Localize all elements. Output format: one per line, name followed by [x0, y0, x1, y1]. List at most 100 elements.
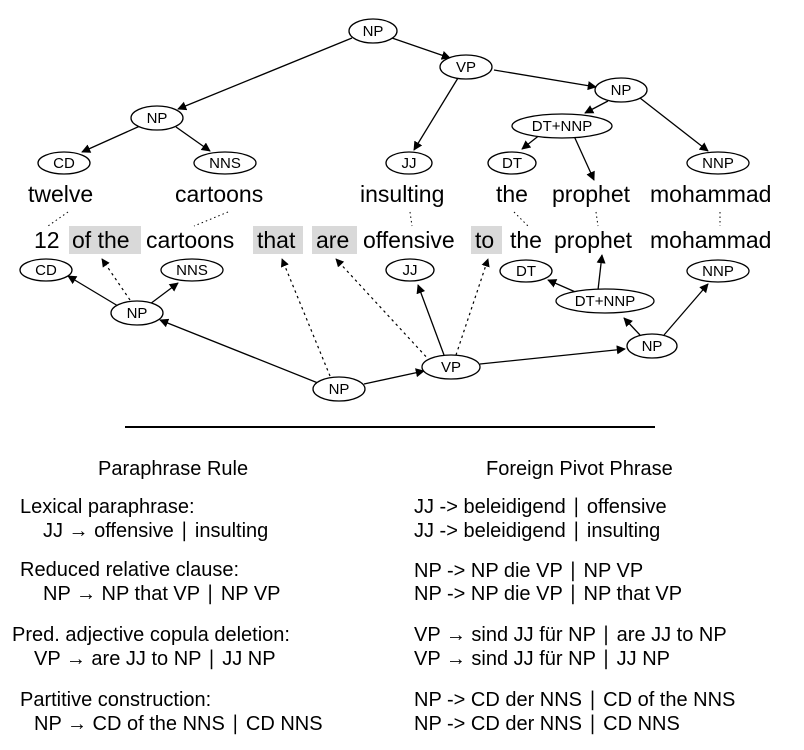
pivot-lexical-2: JJ -> beleidigend ∣ insulting [414, 520, 661, 542]
edge-np-root-to-vp [391, 37, 451, 60]
bottom-word-cartoons: cartoons [146, 227, 235, 253]
edge-b-vp-to-np-right [479, 345, 626, 365]
pivot-reduced-relative-1: NP -> NP die VP ∣ NP VP [414, 560, 644, 582]
align-twelve-12 [47, 211, 69, 227]
parse-tree-diagram: NP VP NP NP DT+NNP CD NNS JJ DT NNP CD N… [19, 18, 771, 402]
edge-vp-to-jj [413, 77, 459, 151]
b-jj-shape [385, 258, 435, 282]
b-np-left-shape [110, 300, 164, 326]
col-header-paraphrase-rule: Paraphrase Rule [98, 458, 249, 480]
b-np-left-label: NP [127, 305, 148, 322]
b-nns-label: NNS [176, 262, 208, 279]
t-jj-shape [385, 151, 433, 175]
b-np-root-shape [312, 376, 366, 402]
t-nnp-shape [686, 151, 750, 175]
pivot-reduced-relative-2: NP -> NP die VP ∣ NP that VP [414, 583, 683, 605]
edge-b-np-left-to-cd [67, 275, 119, 307]
edge-np-root-to-np-left [177, 37, 353, 111]
t-vp-label: VP [456, 59, 476, 76]
align-insulting-offensive [409, 211, 413, 227]
edge-b-np-right-to-nnp [663, 283, 709, 336]
edge-np-left-to-cd [81, 125, 141, 153]
t-np-root-shape [348, 18, 398, 44]
arrow-to-of-the [101, 258, 131, 301]
b-vp-label: VP [441, 359, 461, 376]
bottom-word-offensive: offensive [363, 227, 455, 253]
section-title-partitive: Partitive construction: [20, 689, 212, 711]
bottom-word-prophet: prophet [554, 227, 633, 253]
bottom-word-of-the: of the [72, 227, 130, 253]
b-jj-label: JJ [403, 262, 418, 279]
b-nnp-label: NNP [702, 263, 734, 280]
rule-reduced-relative: NP → NP that VP ∣ NP VP [43, 583, 281, 605]
edge-b-np-root-to-np-left [159, 318, 319, 384]
b-dt-label: DT [516, 263, 536, 280]
top-tree-edges [81, 37, 709, 181]
top-word-the: the [496, 181, 528, 207]
t-np-right-label: NP [611, 82, 632, 99]
b-dt-shape [499, 259, 553, 283]
arrow-to-that [280, 258, 331, 377]
edge-vp-to-np-right [493, 69, 597, 91]
bottom-word-are: are [316, 227, 350, 253]
t-dt-label: DT [502, 155, 522, 172]
bottom-word-to: to [475, 227, 495, 253]
top-word-prophet: prophet [552, 181, 631, 207]
section-title-lexical: Lexical paraphrase: [20, 496, 195, 518]
b-nns-shape [160, 258, 224, 282]
edge-np-left-to-nns [175, 126, 211, 152]
alignment-links [47, 211, 721, 227]
top-word-insulting: insulting [360, 181, 445, 207]
b-dtnnp-shape [555, 288, 655, 314]
inserted-word-arrows [101, 258, 490, 377]
highlight-of-the [69, 226, 141, 254]
t-cd-shape [37, 151, 91, 175]
node-labels: NP VP NP NP DT+NNP CD NNS JJ DT NNP CD N… [35, 23, 734, 398]
b-vp-shape [421, 354, 481, 380]
b-cd-shape [19, 258, 73, 282]
pivot-lexical-1: JJ -> beleidigend ∣ offensive [414, 496, 667, 518]
align-the [513, 211, 529, 227]
bottom-word-that: that [257, 227, 296, 253]
highlight-are [312, 226, 357, 254]
rule-partitive: NP → CD of the NNS ∣ CD NNS [34, 713, 323, 735]
t-nns-shape [193, 151, 257, 175]
section-title-copula-deletion: Pred. adjective copula deletion: [12, 624, 290, 646]
col-header-foreign-pivot-phrase: Foreign Pivot Phrase [486, 458, 673, 480]
bottom-word-12: 12 [34, 227, 60, 253]
b-cd-label: CD [35, 262, 57, 279]
pivot-copula-deletion-2: VP → sind JJ für NP ∣ JJ NP [414, 648, 671, 670]
t-cd-label: CD [53, 155, 75, 172]
arrow-to-are [335, 258, 431, 362]
t-np-left-shape [130, 105, 184, 131]
align-cartoons [193, 211, 229, 227]
top-word-cartoons: cartoons [175, 181, 264, 207]
t-vp-shape [439, 54, 493, 80]
pivot-copula-deletion-1: VP → sind JJ für NP ∣ are JJ to NP [414, 624, 727, 646]
align-prophet [595, 211, 599, 227]
rule-copula-deletion: VP → are JJ to NP ∣ JJ NP [34, 648, 276, 670]
b-np-right-label: NP [642, 338, 663, 355]
t-np-right-shape [594, 77, 648, 103]
edge-np-right-to-nnp [639, 97, 709, 152]
highlight-that [253, 226, 303, 254]
tree-edges-and-nodes: NP VP NP NP DT+NNP CD NNS JJ DT NNP CD N… [19, 18, 750, 402]
edge-dtnnp-to-prophet [573, 135, 595, 181]
t-dtnnp-label: DT+NNP [532, 118, 592, 135]
b-dtnnp-label: DT+NNP [575, 293, 635, 310]
t-nnp-label: NNP [702, 155, 734, 172]
b-nnp-shape [686, 259, 750, 283]
t-dtnnp-shape [511, 113, 613, 139]
t-np-left-label: NP [147, 110, 168, 127]
arrow-to-to [455, 258, 490, 356]
edge-b-np-left-to-nns [149, 282, 179, 305]
t-dt-shape [487, 151, 537, 175]
b-np-root-label: NP [329, 381, 350, 398]
pivot-partitive-2: NP -> CD der NNS ∣ CD NNS [414, 713, 680, 735]
rule-lexical: JJ → offensive ∣ insulting [43, 520, 269, 542]
edge-b-np-root-to-vp [363, 368, 425, 385]
t-jj-label: JJ [402, 155, 417, 172]
highlight-to [471, 226, 502, 254]
bottom-word-the: the [510, 227, 542, 253]
top-word-twelve: twelve [28, 181, 94, 207]
